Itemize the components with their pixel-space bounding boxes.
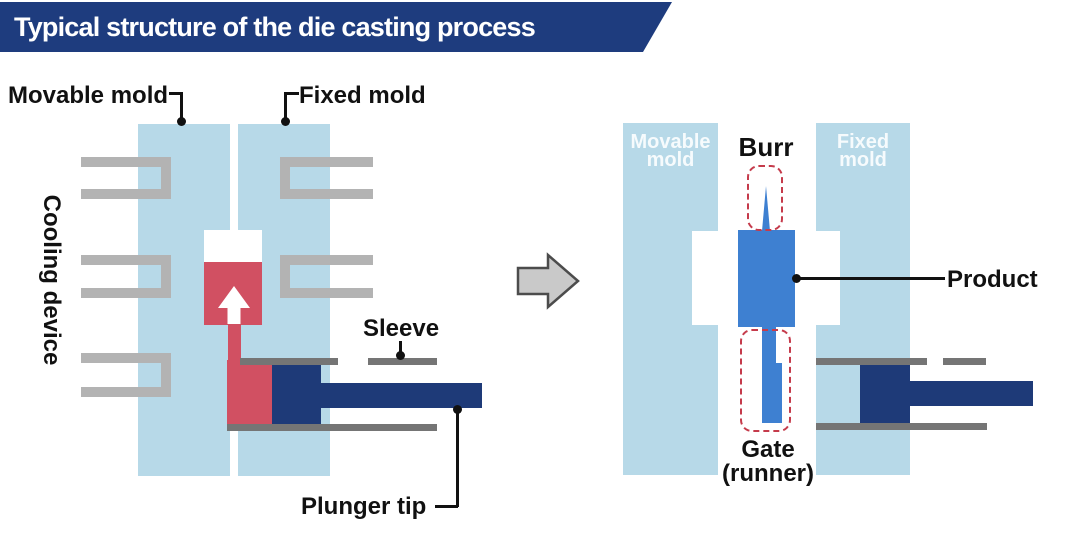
fixed-mold-leader-horizontal [284,92,299,95]
movable-mold-label: Movable mold [8,82,169,109]
right-sleeve-top-bar-right [943,358,986,365]
right-sleeve-bottom-bar [816,423,987,430]
title-banner [0,2,672,52]
plunger-head [272,365,321,424]
mold-cavity [204,230,262,262]
right-plunger-head [860,365,910,423]
plunger-tip-label: Plunger tip [301,493,427,520]
cooling-device-label: Cooling device [38,194,65,366]
right-fixed-mold-label: Fixed mold [816,131,910,171]
sleeve-top-bar-left [240,358,338,365]
right-movable-mold-cavity-notch [692,231,718,325]
movable-mold-leader-horizontal [169,92,182,95]
fixed-mold-leader-dot [281,117,290,126]
right-movable-mold-label-line1: Movable [630,131,711,153]
burr-spike [762,186,770,231]
plunger-tip-leader-horizontal [435,505,458,508]
cooling-channel-right-top [280,157,373,199]
right-plunger-rod [910,381,1033,406]
cooling-channel-left-top [81,157,171,199]
plunger-rod [321,383,482,408]
gate-runner-label: Gate (runner) [722,438,814,486]
product-label: Product [947,266,1038,293]
fixed-mold-leader-vertical [284,92,287,122]
sleeve-bottom-bar [227,424,437,431]
gate-runner-label-line2: (runner) [722,460,814,487]
gate-stem [762,327,776,365]
burr-label: Burr [738,132,794,162]
right-sleeve-top-bar-left [816,358,927,365]
cooling-channel-right-middle [280,255,373,298]
product-leader-dot [792,274,801,283]
gate-runner-block [762,363,782,423]
molten-metal-runner [227,360,272,425]
molten-metal-sprue-neck [228,325,241,361]
burr-highlight-dashed-box [747,165,783,231]
plunger-tip-leader-vertical [456,410,459,507]
sleeve-top-bar-right [368,358,437,365]
right-fixed-mold-label-line1: Fixed [836,131,890,153]
cooling-channel-left-middle [81,255,171,298]
gate-highlight-dashed-box [740,329,791,432]
page-title: Typical structure of the die casting pro… [14,12,536,42]
plunger-tip-leader-dot [453,405,462,414]
sleeve-leader-dot [396,351,405,360]
process-flow-arrow-icon [516,252,580,310]
gate-runner-label-line1: Gate [741,436,795,463]
fixed-mold-label: Fixed mold [299,82,426,109]
movable-mold-leader-dot [177,117,186,126]
right-movable-mold-label-line2: mold [646,149,695,171]
cooling-channel-left-bottom [81,353,171,397]
sleeve-label: Sleeve [363,315,440,342]
injection-up-arrow-icon [218,286,250,324]
sleeve-leader-vertical [399,341,402,356]
right-movable-mold-label: Movable mold [623,131,718,171]
product-leader-line [796,277,945,280]
right-fixed-mold-label-line2: mold [839,149,887,171]
movable-mold-leader-vertical [180,92,183,122]
product-block [738,230,795,327]
